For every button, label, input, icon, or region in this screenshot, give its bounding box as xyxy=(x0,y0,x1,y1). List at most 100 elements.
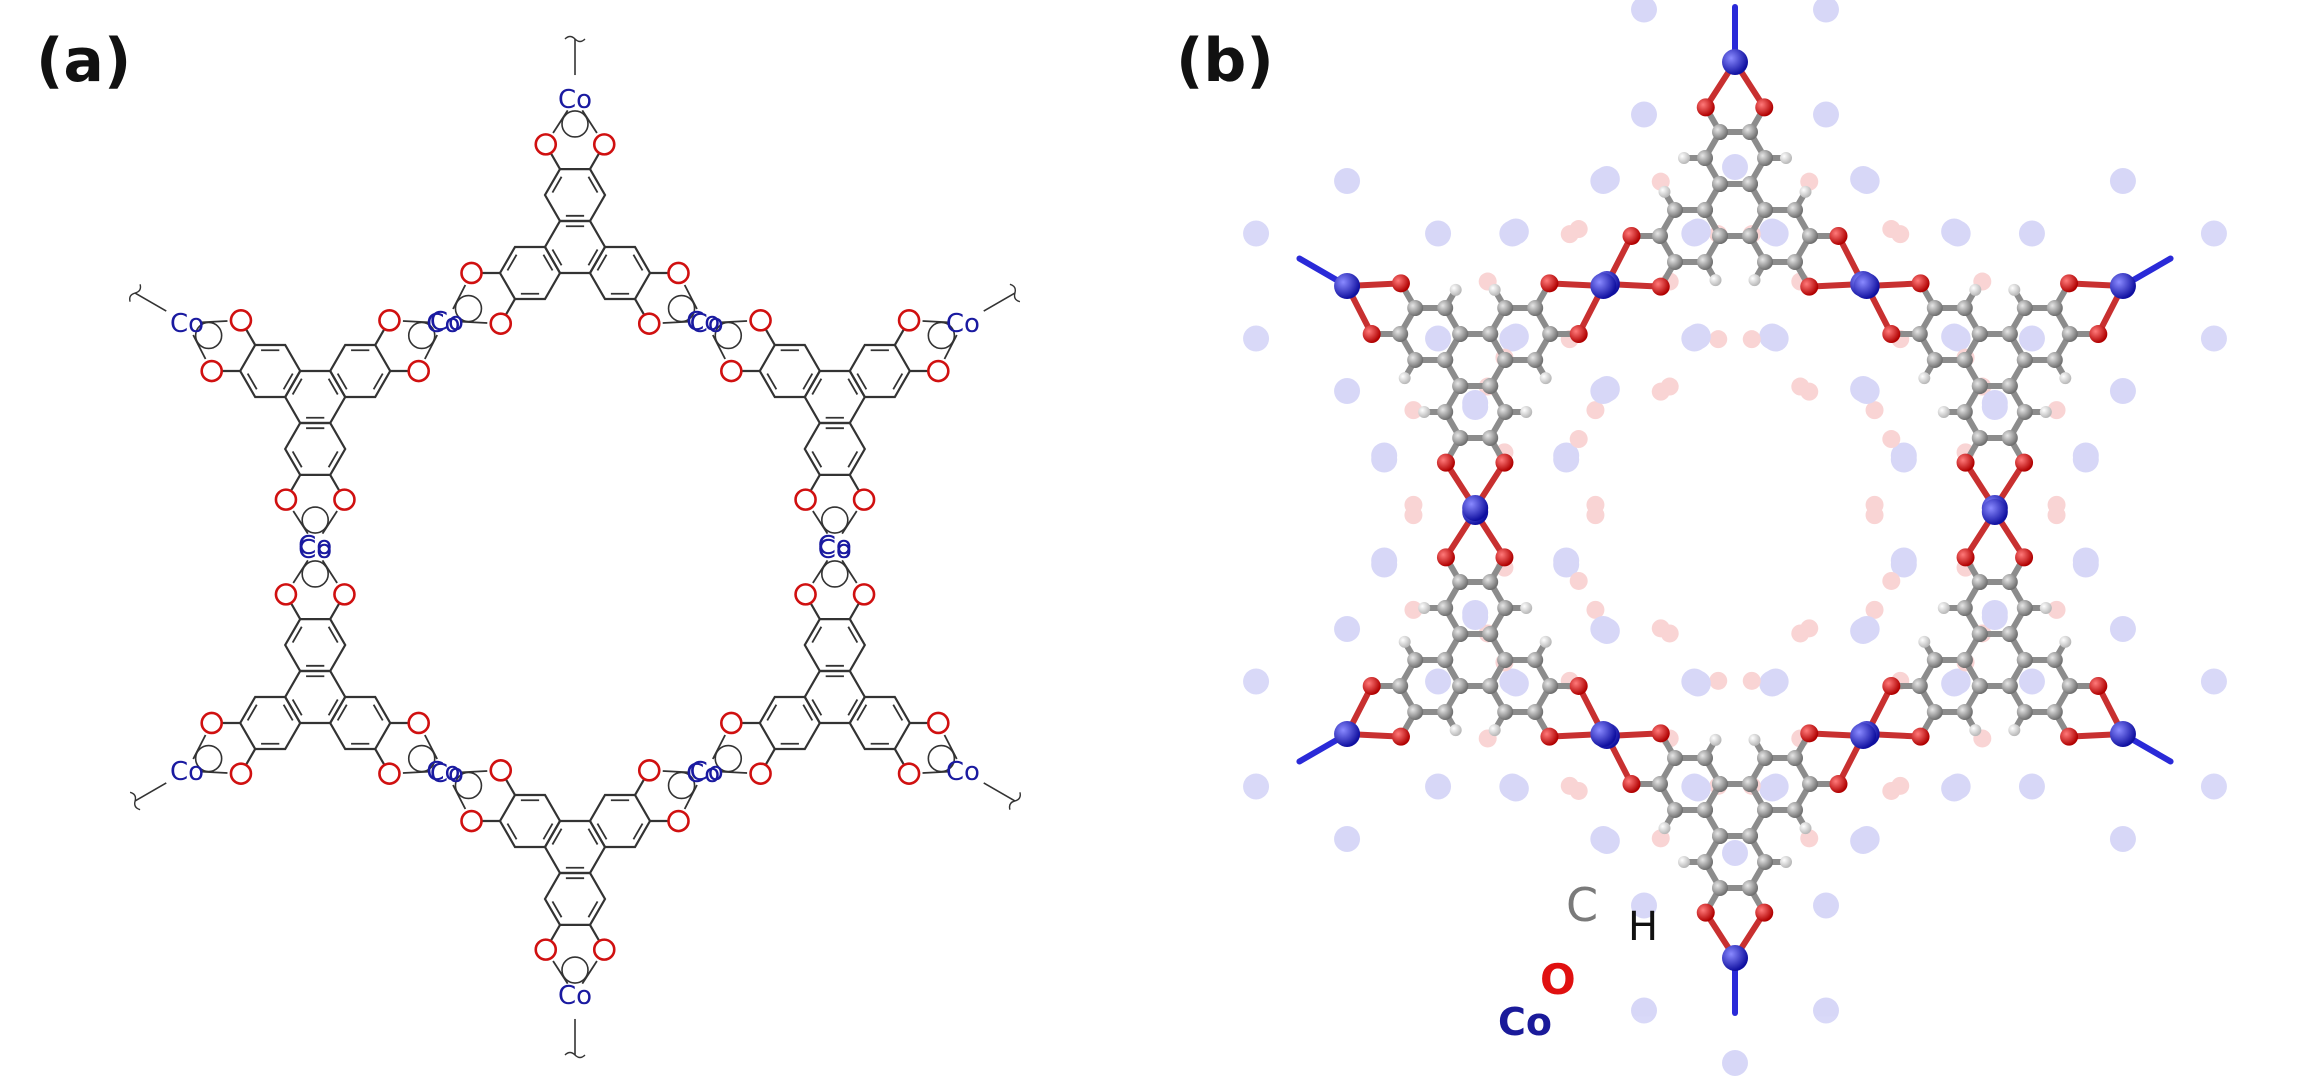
carbon-atom xyxy=(1802,227,1818,244)
cobalt-atom xyxy=(1850,723,1877,750)
aromatic-ring xyxy=(238,343,302,399)
carbon-atom xyxy=(1971,574,1988,591)
bg-cobalt xyxy=(1553,551,1580,578)
oxygen-atom xyxy=(1495,548,1514,567)
hydrogen-atom xyxy=(1969,283,1982,296)
hydrogen-atom xyxy=(1918,372,1931,385)
aromatic-ring xyxy=(803,669,867,725)
bg-cobalt xyxy=(2072,442,2099,469)
wavy-continuation xyxy=(564,35,586,43)
oxygen-atom-label xyxy=(852,583,876,606)
hydrogen-atom xyxy=(1658,185,1671,198)
bg-cobalt xyxy=(1890,551,1917,578)
bg-oxygen xyxy=(1586,401,1605,420)
hydrogen-atom xyxy=(1488,283,1501,296)
carbon-atom xyxy=(1712,827,1728,844)
hydrogen-atom xyxy=(1398,635,1411,648)
double-bond xyxy=(587,176,599,193)
cobalt-atom xyxy=(2109,273,2136,300)
bg-cobalt xyxy=(2018,668,2045,695)
carbon-atom xyxy=(1452,574,1469,591)
double-bond xyxy=(291,378,303,395)
carbon-atom xyxy=(1712,227,1728,244)
carbon-atom xyxy=(2001,377,2018,394)
bg-cobalt xyxy=(2200,773,2227,800)
oxygen-atom-label xyxy=(200,359,223,383)
co-o-bond xyxy=(812,559,829,584)
bg-cobalt xyxy=(2200,220,2227,247)
carbon-atom xyxy=(1802,776,1818,793)
bg-oxygen xyxy=(1791,624,1810,643)
hydrogen-atom xyxy=(1799,822,1812,835)
bg-cobalt xyxy=(1334,825,1361,852)
oxygen-atom xyxy=(1755,903,1774,922)
legend-hydrogen-label: H xyxy=(1628,904,1659,950)
double-bond xyxy=(811,378,823,395)
carbon-atom xyxy=(1971,326,1988,343)
background-layers xyxy=(1243,0,2227,1076)
oxygen-atom-label xyxy=(749,762,772,785)
bg-cobalt xyxy=(1941,323,1968,350)
chelate-ring xyxy=(821,506,849,534)
co-o-bond xyxy=(200,320,228,324)
bg-cobalt xyxy=(1762,325,1789,352)
double-bond xyxy=(847,626,859,643)
bg-cobalt xyxy=(1590,825,1617,852)
bg-cobalt xyxy=(2109,168,2136,195)
carbon-atom xyxy=(1956,600,1973,617)
bg-cobalt xyxy=(1813,0,1839,23)
hydrogen-atom xyxy=(1937,602,1950,615)
cobalt-atom xyxy=(1334,273,1361,300)
chelate-ring xyxy=(821,560,849,588)
oxygen-atom-label xyxy=(378,309,401,332)
aromatic-ring xyxy=(543,871,607,926)
co-o-bond xyxy=(321,510,338,535)
bg-cobalt xyxy=(1759,670,1786,697)
bg-cobalt xyxy=(1631,0,1657,23)
bg-cobalt xyxy=(1681,325,1708,352)
bg-cobalt xyxy=(1681,668,1708,695)
co-o-bond xyxy=(192,334,207,360)
legend-carbon-label: C xyxy=(1566,878,1599,932)
cobalt-atom-label: Co xyxy=(690,757,724,787)
carbon-atom xyxy=(1482,574,1499,591)
cobalt-atom xyxy=(1334,720,1361,747)
oxygen-atom xyxy=(1696,98,1715,117)
hydrogen-atom xyxy=(1418,602,1431,615)
aromatic-ring xyxy=(588,793,652,849)
bg-cobalt xyxy=(1371,551,1398,578)
carbon-atom xyxy=(1911,326,1928,343)
double-bond xyxy=(856,704,868,721)
oxygen-atom xyxy=(1882,676,1901,695)
carbon-atom xyxy=(1407,300,1424,317)
aromatic-ring xyxy=(803,618,867,673)
aromatic-ring xyxy=(803,421,867,476)
carbon-atom xyxy=(1712,176,1728,193)
carbon-atom xyxy=(1527,352,1544,368)
double-bond xyxy=(847,378,859,395)
carbon-atom xyxy=(1956,352,1973,368)
co-o-bond xyxy=(712,734,726,760)
double-bond xyxy=(542,254,554,271)
co-o-bond xyxy=(452,284,467,310)
cobalt-atom xyxy=(1462,494,1489,521)
bg-oxygen xyxy=(1882,430,1901,449)
oxygen-atom-label xyxy=(592,133,616,156)
oxygen-atom-label xyxy=(229,762,253,785)
wavy-continuation xyxy=(129,791,141,811)
bg-cobalt xyxy=(1722,154,1748,181)
hydrogen-atom xyxy=(2008,283,2021,296)
bg-cobalt xyxy=(2200,668,2227,695)
cobalt-atom-label: Co xyxy=(686,759,720,789)
carbon-atom xyxy=(2001,326,2018,343)
double-bond xyxy=(372,373,384,390)
bg-cobalt xyxy=(1944,220,1971,247)
cobalt-atom-label: Co xyxy=(170,757,204,787)
double-bond xyxy=(246,373,258,390)
bg-cobalt xyxy=(1593,375,1620,402)
bg-cobalt xyxy=(1371,442,1398,469)
bg-cobalt xyxy=(1631,892,1657,919)
co-o-bond xyxy=(720,320,748,324)
oxygen-atom-label xyxy=(637,759,661,782)
hydrogen-atom xyxy=(1398,372,1411,385)
